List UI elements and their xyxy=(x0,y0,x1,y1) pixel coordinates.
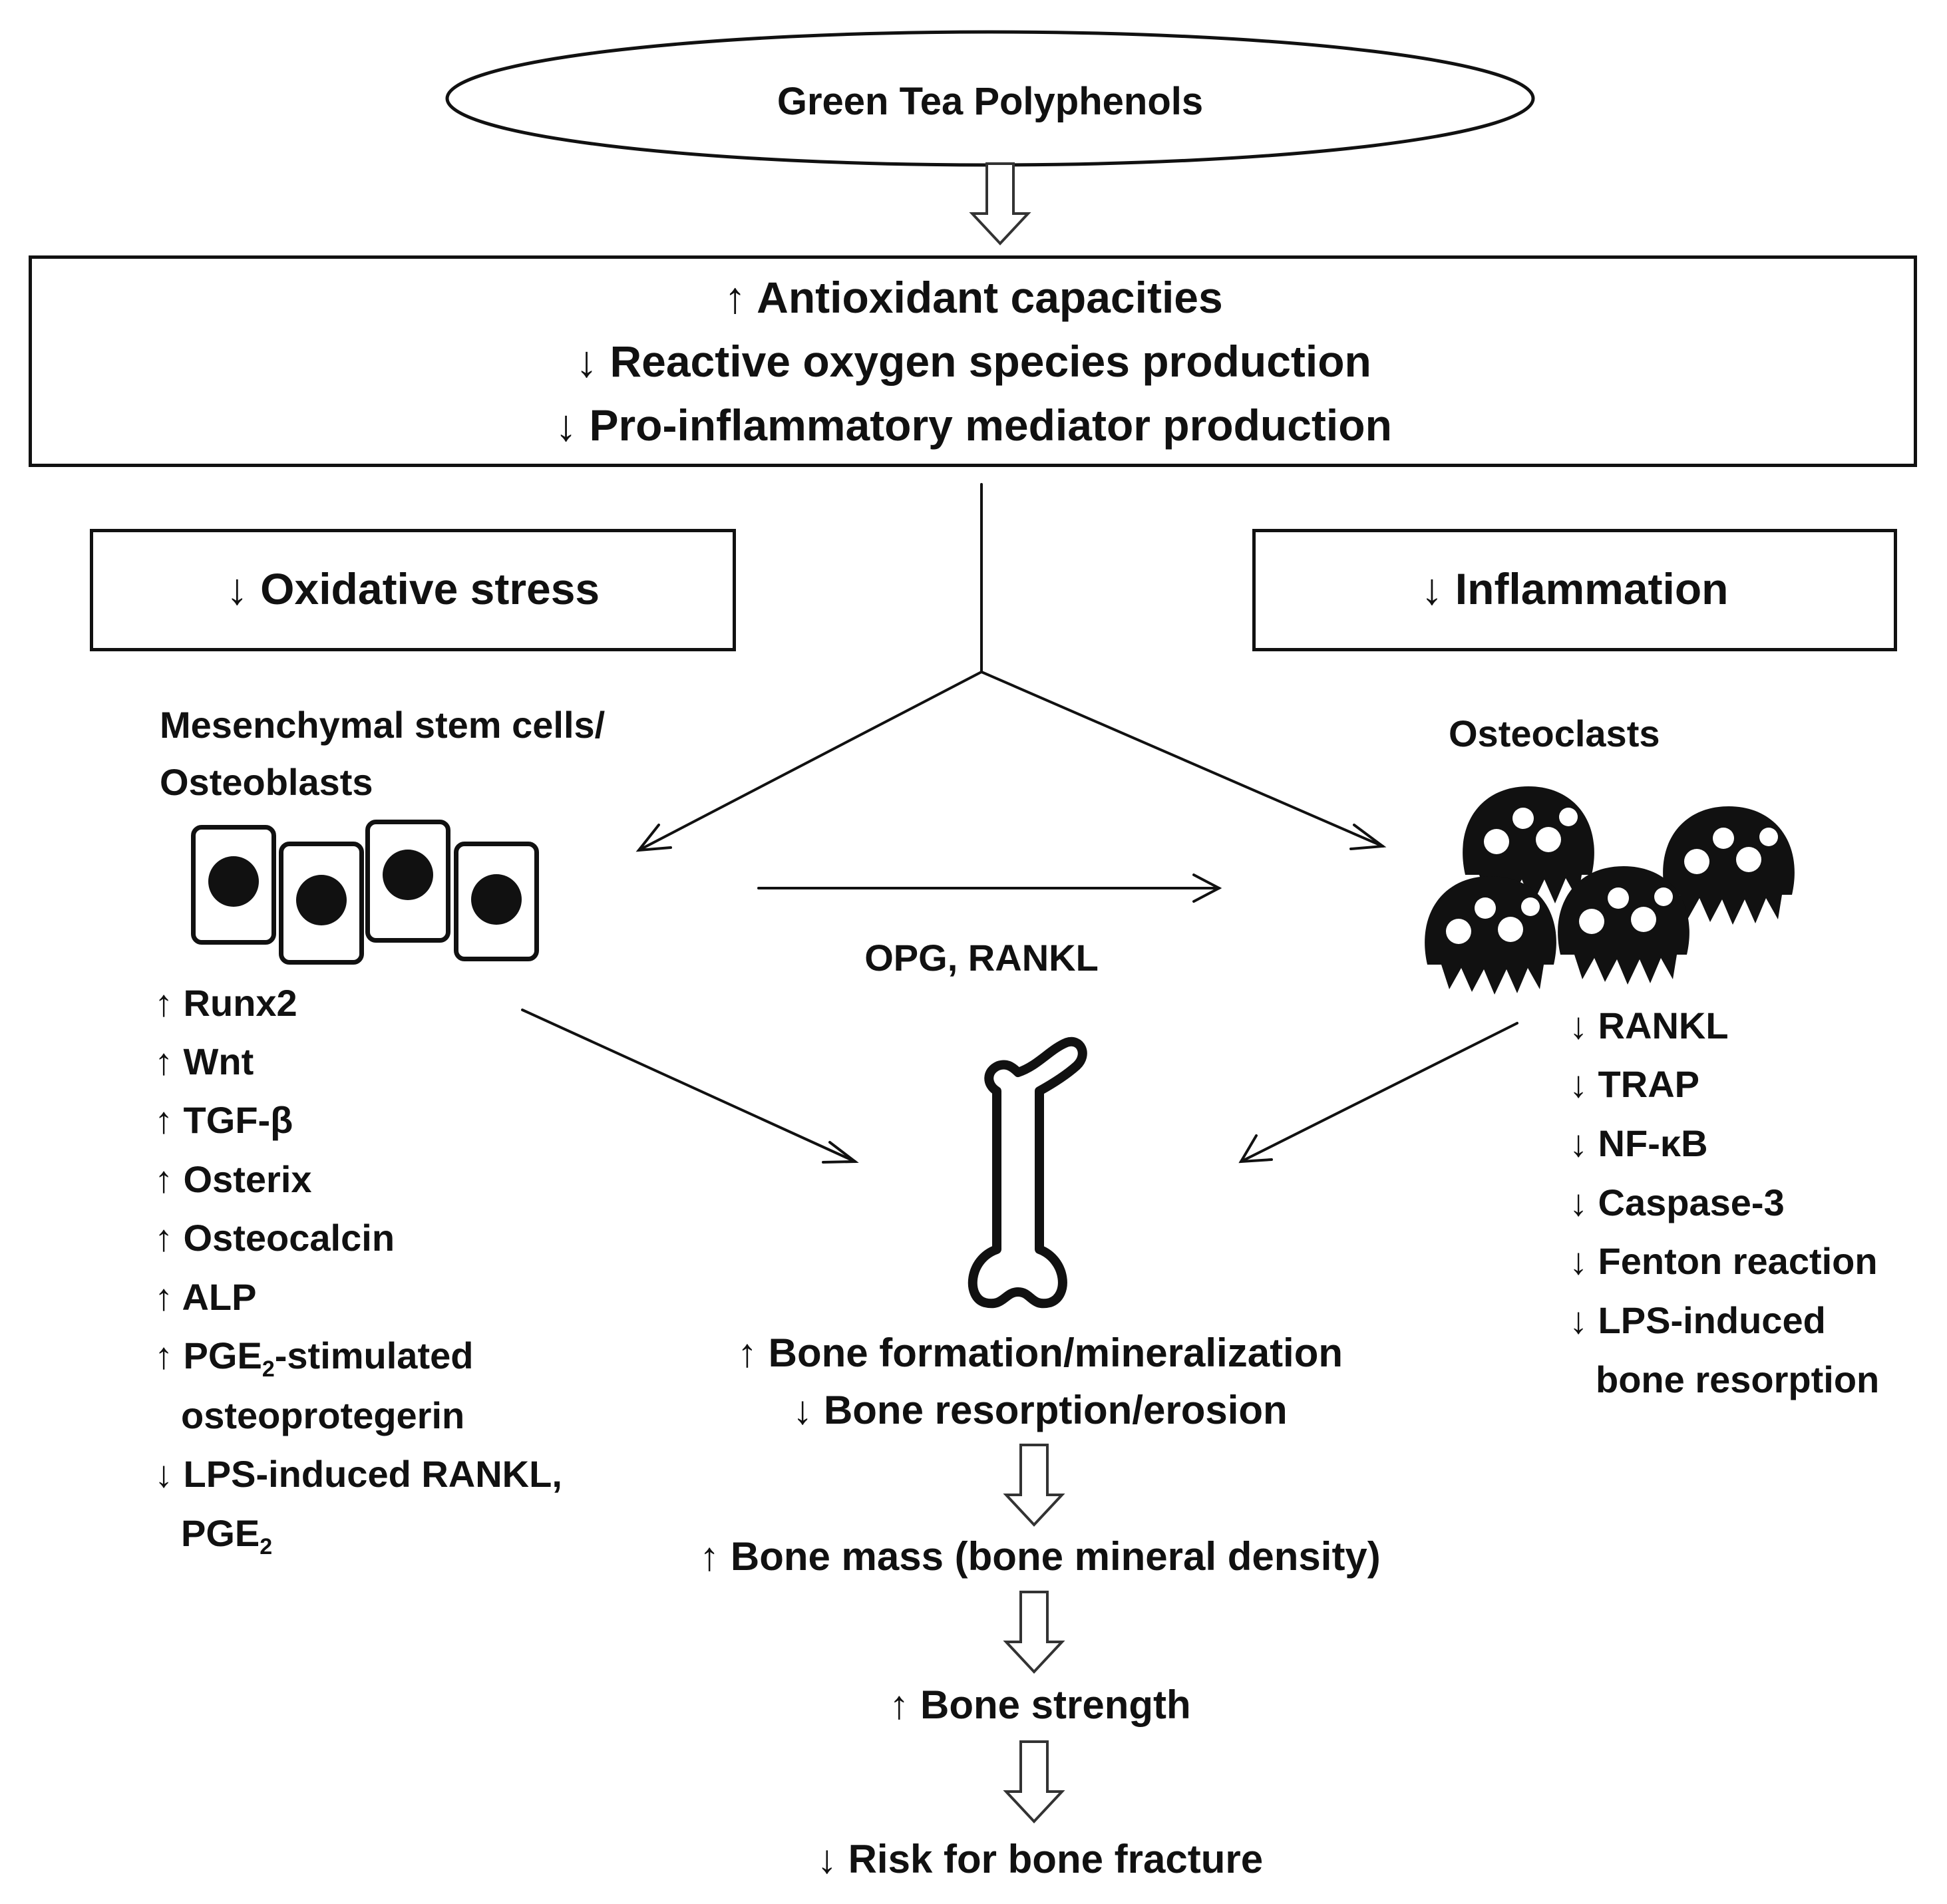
lps-pge-subscript: 2 xyxy=(260,1534,273,1560)
osteoclast-icon-3 xyxy=(1558,866,1689,985)
bone-formation-text: ↑ Bone formation/mineralization xyxy=(737,1331,1343,1375)
nucleus-icon xyxy=(208,856,259,907)
branch-right-arrowhead xyxy=(1349,824,1387,850)
hollow-arrow-1 xyxy=(971,162,1029,245)
marker-lps-rankl: ↓ LPS-induced RANKL, xyxy=(154,1453,562,1495)
nucleus-icon xyxy=(383,850,433,900)
effect-proinflammatory: ↓ Pro-inflammatory mediator production xyxy=(555,400,1392,450)
osteoblast-cell-4 xyxy=(454,842,539,961)
opg-rankl-label: OPG, RANKL xyxy=(864,937,1099,979)
marker-pge2-stimulated: ↑ PGE2-stimulated xyxy=(154,1335,474,1382)
marker-wnt: ↑ Wnt xyxy=(154,1040,254,1082)
msc-label: Mesenchymal stem cells/ xyxy=(160,704,606,746)
pge-arrow-text: ↑ PGE xyxy=(154,1335,262,1376)
marker-runx2: ↑ Runx2 xyxy=(154,982,297,1024)
marker-rankl: ↓ RANKL xyxy=(1569,1005,1729,1046)
osteoblast-cell-2 xyxy=(279,842,364,965)
green-tea-title: Green Tea Polyphenols xyxy=(777,80,1204,123)
oxidative-stress-label: ↓ Oxidative stress xyxy=(226,564,600,613)
marker-osterix: ↑ Osterix xyxy=(154,1158,312,1200)
bone-strength-text: ↑ Bone strength xyxy=(889,1682,1191,1727)
hollow-arrow-2 xyxy=(1005,1444,1063,1526)
nucleus-icon xyxy=(296,875,347,925)
branch-left-arrowhead xyxy=(635,824,672,852)
osteoblast-cell-3 xyxy=(365,820,450,943)
oxidative-stress-box xyxy=(90,529,736,651)
marker-tgf-beta: ↑ TGF-β xyxy=(154,1099,293,1141)
marker-alp: ↑ ALP xyxy=(154,1276,257,1318)
pge-subscript: 2 xyxy=(262,1356,275,1382)
marker-osteoprotegerin: osteoprotegerin xyxy=(181,1394,465,1436)
fracture-risk-text: ↓ Risk for bone fracture xyxy=(816,1837,1264,1881)
osteoblasts-label: Osteoblasts xyxy=(160,761,373,803)
osteoclast-icon-4 xyxy=(1425,876,1556,995)
osteoblast-to-bone-arrowhead xyxy=(822,1141,859,1164)
lps-pge-text: PGE xyxy=(181,1512,260,1554)
effect-ros: ↓ Reactive oxygen species production xyxy=(576,337,1371,386)
marker-lps-induced: ↓ LPS-induced xyxy=(1569,1299,1826,1341)
effect-antioxidant: ↑ Antioxidant capacities xyxy=(724,273,1223,322)
osteoclast-to-bone-line xyxy=(1240,1022,1518,1163)
osteoclasts-label: Osteoclasts xyxy=(1449,713,1660,754)
inflammation-box xyxy=(1252,529,1897,651)
osteoblast-to-bone-line xyxy=(521,1009,856,1163)
osteoclast-to-bone-arrowhead xyxy=(1238,1134,1273,1164)
bone-icon xyxy=(968,1036,1087,1309)
branch-right-line xyxy=(980,671,1384,848)
bone-resorption-text: ↓ Bone resorption/erosion xyxy=(793,1388,1288,1432)
marker-fenton: ↓ Fenton reaction xyxy=(1569,1240,1878,1282)
bone-mass-text: ↑ Bone mass (bone mineral density) xyxy=(699,1534,1381,1579)
opg-rankl-arrowhead xyxy=(1192,873,1222,903)
nucleus-icon xyxy=(471,874,522,925)
marker-trap: ↓ TRAP xyxy=(1569,1063,1699,1105)
pge-stimulated-text: -stimulated xyxy=(274,1335,474,1376)
marker-bone-resorption: bone resorption xyxy=(1596,1358,1880,1400)
marker-osteocalcin: ↑ Osteocalcin xyxy=(154,1217,395,1259)
inflammation-label: ↓ Inflammation xyxy=(1421,564,1729,613)
osteoblast-cell-1 xyxy=(191,825,276,945)
hollow-arrow-3 xyxy=(1005,1591,1063,1673)
marker-lps-pge2: PGE2 xyxy=(181,1512,273,1560)
effects-box xyxy=(29,255,1917,467)
marker-caspase-3: ↓ Caspase-3 xyxy=(1569,1182,1785,1223)
marker-nf-kb: ↓ NF-κB xyxy=(1569,1122,1708,1164)
branch-left-line xyxy=(637,671,983,852)
hollow-arrow-4 xyxy=(1005,1740,1063,1823)
